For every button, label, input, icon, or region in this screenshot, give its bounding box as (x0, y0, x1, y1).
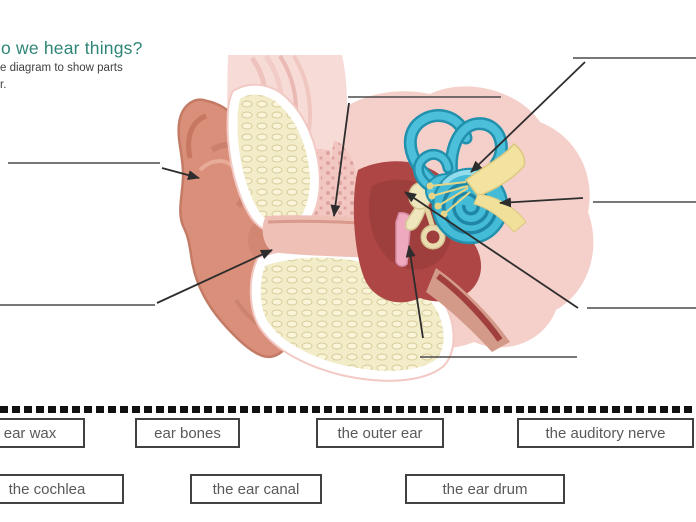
pointer-arrow-to-ear-canal (330, 102, 350, 217)
dashed-cut-line (0, 406, 696, 413)
word-bank-label-the-ear-canal[interactable]: the ear canal (190, 474, 322, 504)
pointer-arrow-to-pinna (161, 167, 200, 180)
word-bank-label-the-cochlea[interactable]: the cochlea (0, 474, 124, 504)
page-title: o we hear things? (1, 38, 143, 58)
pointer-arrow-to-cochlea (499, 197, 584, 208)
pointer-arrow-to-ossicles (404, 191, 579, 309)
word-bank-label-the-outer-ear[interactable]: the outer ear (316, 418, 444, 448)
subtitle-line-2: r. (0, 78, 7, 91)
subtitle-line-1: e diagram to show parts (0, 62, 123, 74)
word-bank-label-the-ear-drum[interactable]: the ear drum (405, 474, 565, 504)
word-bank-label-ear-wax[interactable]: ear wax (0, 418, 85, 448)
pointer-arrow-to-canal-entrance (156, 249, 273, 304)
pointer-arrow-to-nerve-area (470, 61, 586, 173)
auditory-nerve-shape (426, 142, 527, 233)
page-subtitle: e diagram to show parts r. (0, 60, 123, 93)
word-bank-label-ear-bones[interactable]: ear bones (135, 418, 240, 448)
word-bank-label-the-auditory-nerve[interactable]: the auditory nerve (517, 418, 694, 448)
pointer-arrow-to-ear-drum (405, 245, 424, 339)
eustachian-tube-shape (426, 268, 510, 352)
